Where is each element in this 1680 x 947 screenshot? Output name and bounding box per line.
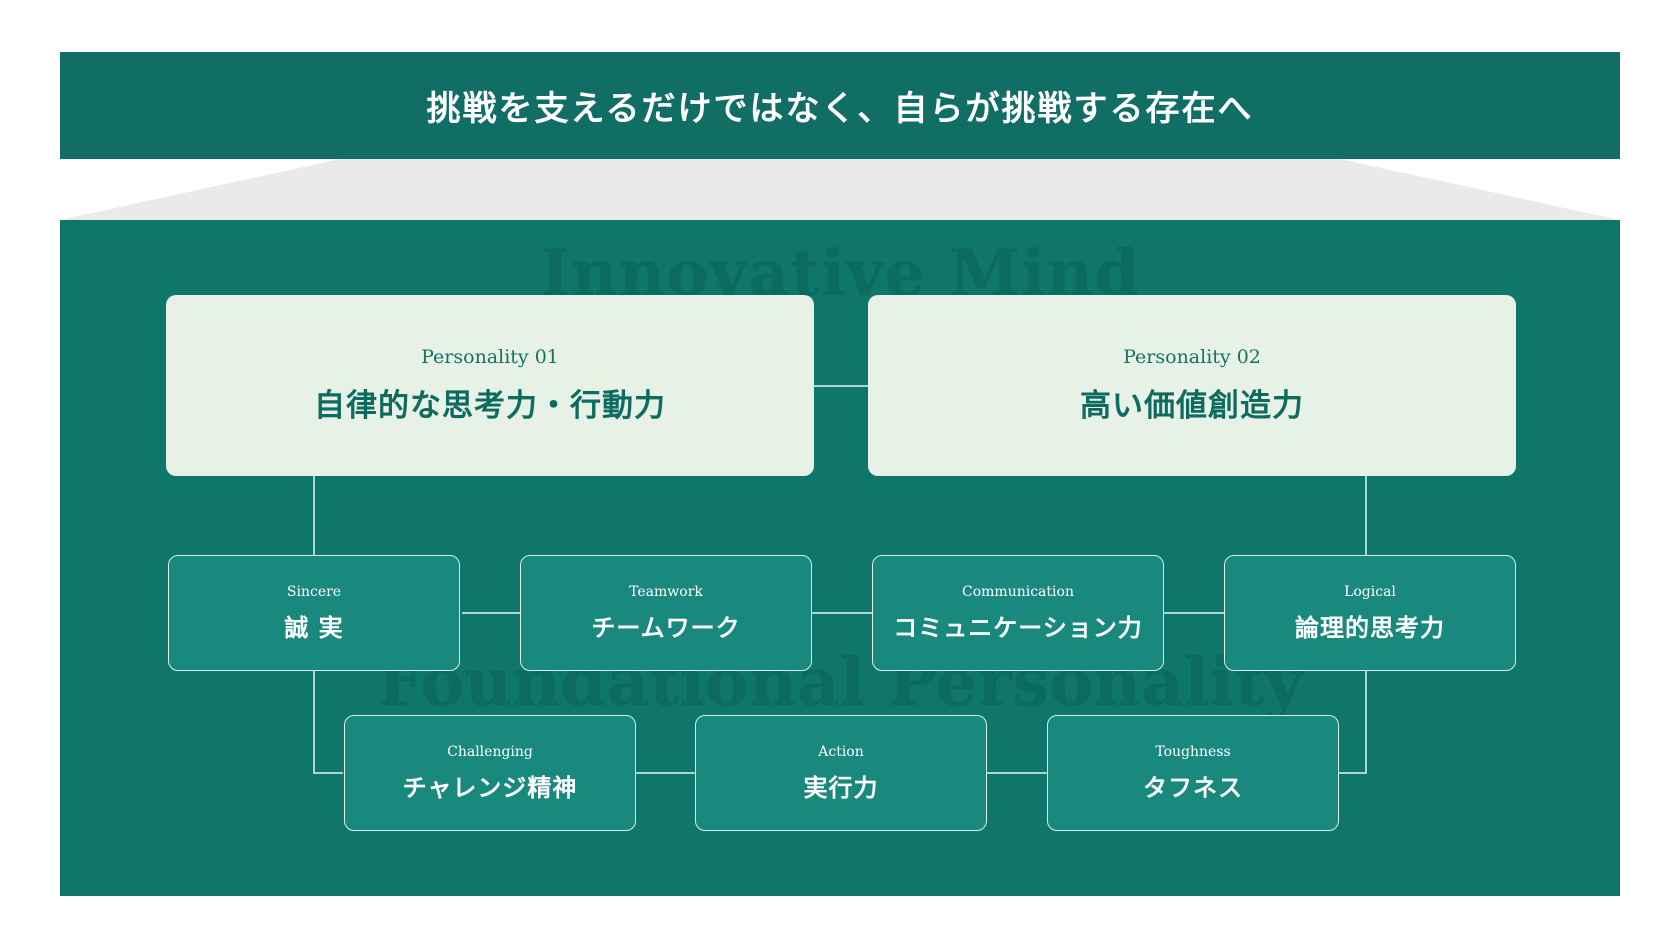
personality-card-title: 自律的な思考力・行動力 — [314, 388, 666, 424]
trait-card-subtitle: Toughness — [1155, 743, 1231, 760]
trait-card-subtitle: Logical — [1344, 583, 1396, 600]
trait-card-logical: Logical 論理的思考力 — [1224, 555, 1516, 671]
trait-card-title: 論理的思考力 — [1295, 613, 1445, 642]
roof-shape — [60, 159, 1620, 220]
trait-card-title: 実行力 — [803, 773, 879, 802]
trait-card-action: Action 実行力 — [695, 715, 987, 831]
trait-card-subtitle: Challenging — [447, 743, 533, 760]
trait-card-teamwork: Teamwork チームワーク — [520, 555, 812, 671]
trait-card-title: チャレンジ精神 — [402, 773, 578, 802]
trait-card-challenging: Challenging チャレンジ精神 — [344, 715, 636, 831]
header-banner: 挑戦を支えるだけではなく、自らが挑戦する存在へ — [60, 52, 1620, 159]
trait-card-sincere: Sincere 誠 実 — [168, 555, 460, 671]
personality-panel: Innovative Mind Foundational Personality… — [60, 220, 1620, 896]
personality-card-title: 高い価値創造力 — [1080, 388, 1304, 424]
trait-card-toughness: Toughness タフネス — [1047, 715, 1339, 831]
trait-card-title: チームワーク — [591, 613, 741, 642]
header-title: 挑戦を支えるだけではなく、自らが挑戦する存在へ — [426, 89, 1254, 129]
trait-card-subtitle: Sincere — [286, 583, 342, 600]
connector-lines — [313, 385, 1367, 774]
personality-card-subtitle: Personality 01 — [421, 346, 559, 368]
trait-card-communication: Communication コミュニケーション力 — [872, 555, 1164, 671]
trait-card-title: コミュニケーション力 — [893, 613, 1143, 642]
personality-card-subtitle: Personality 02 — [1123, 346, 1261, 368]
trait-card-subtitle: Action — [818, 743, 864, 760]
trait-card-subtitle: Teamwork — [629, 583, 703, 600]
trait-card-title: 誠 実 — [284, 613, 344, 642]
trait-card-title: タフネス — [1143, 773, 1243, 802]
personality-card-02: Personality 02 高い価値創造力 — [868, 295, 1516, 476]
trait-card-subtitle: Communication — [962, 583, 1074, 600]
personality-card-01: Personality 01 自律的な思考力・行動力 — [166, 295, 814, 476]
